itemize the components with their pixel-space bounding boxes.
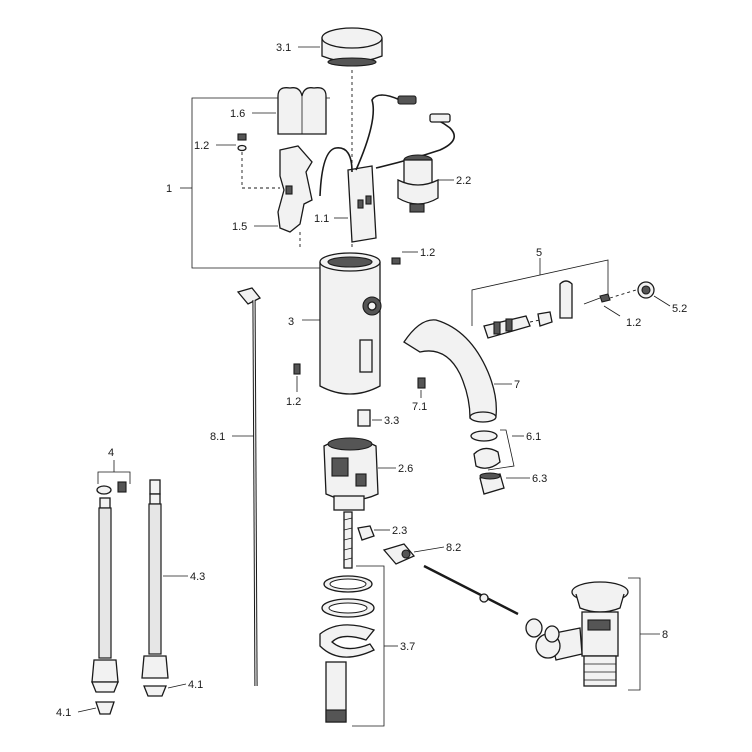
label-6-3: 6.3 <box>532 473 547 485</box>
part-nut-2-3 <box>357 525 375 541</box>
part-hose-4-3-right <box>141 479 169 697</box>
part-aerator-seal-6-1 <box>470 430 501 469</box>
label-2-3: 2.3 <box>392 525 407 537</box>
part-mounting-washers-3-7 <box>319 575 376 723</box>
part-screw-1-2-mid <box>391 257 401 265</box>
label-1-2-spout: 1.2 <box>626 317 641 329</box>
label-1-6: 1.6 <box>230 108 245 120</box>
part-cap-nut-5-2 <box>637 281 655 299</box>
label-2-2: 2.2 <box>456 175 471 187</box>
label-3-3: 3.3 <box>384 415 399 427</box>
label-3-1: 3.1 <box>276 42 291 54</box>
part-threaded-stud <box>343 511 353 569</box>
part-spout-insert-5 <box>483 280 611 339</box>
part-lever-8-2 <box>382 543 416 565</box>
bracket-assembly-1 <box>191 97 345 269</box>
part-waste-seals <box>525 618 560 643</box>
label-5-2: 5.2 <box>672 303 687 315</box>
part-valve-wire <box>355 94 401 171</box>
part-cap-3-1 <box>321 27 383 67</box>
label-7: 7 <box>514 379 520 391</box>
label-3: 3 <box>288 316 294 328</box>
label-1-5: 1.5 <box>232 221 247 233</box>
label-1-2-top: 1.2 <box>194 140 209 152</box>
label-5: 5 <box>536 247 542 259</box>
label-1-1: 1.1 <box>314 213 329 225</box>
part-hose-4-3-left <box>91 481 127 693</box>
label-1: 1 <box>166 183 172 195</box>
label-4-1-right: 4.1 <box>188 679 203 691</box>
label-7-1: 7.1 <box>412 401 427 413</box>
label-8-1: 8.1 <box>210 431 225 443</box>
label-4-1-left: 4.1 <box>56 707 71 719</box>
label-1-2-mid: 1.2 <box>420 247 435 259</box>
part-sensor-wire <box>319 147 353 197</box>
label-1-2-side: 1.2 <box>286 396 301 408</box>
part-horizontal-rod <box>423 564 519 616</box>
part-sensor-board-1-1 <box>347 165 377 243</box>
part-battery-1-6 <box>277 87 327 135</box>
part-screw-1-2-side <box>293 363 301 375</box>
part-aerator-6-3 <box>479 472 505 495</box>
part-body-3 <box>319 252 382 395</box>
label-6-1: 6.1 <box>526 431 541 443</box>
part-grub-screw-7-1 <box>417 377 426 389</box>
part-pop-up-rod-8-1 <box>236 287 262 687</box>
part-washer-4-1-left <box>95 701 115 715</box>
label-2-6: 2.6 <box>398 463 413 475</box>
label-8-2: 8.2 <box>446 542 461 554</box>
part-screw-1-2-top <box>237 133 247 152</box>
label-4: 4 <box>108 447 114 459</box>
label-4-3: 4.3 <box>190 571 205 583</box>
label-8: 8 <box>662 629 668 641</box>
part-nipple-3-3 <box>357 409 371 427</box>
label-3-7: 3.7 <box>400 641 415 653</box>
part-valve-block-2-6 <box>323 437 379 511</box>
part-solenoid-valve-2-2 <box>397 154 439 213</box>
part-spout-7 <box>403 319 497 423</box>
part-bracket-1-5 <box>277 145 313 233</box>
